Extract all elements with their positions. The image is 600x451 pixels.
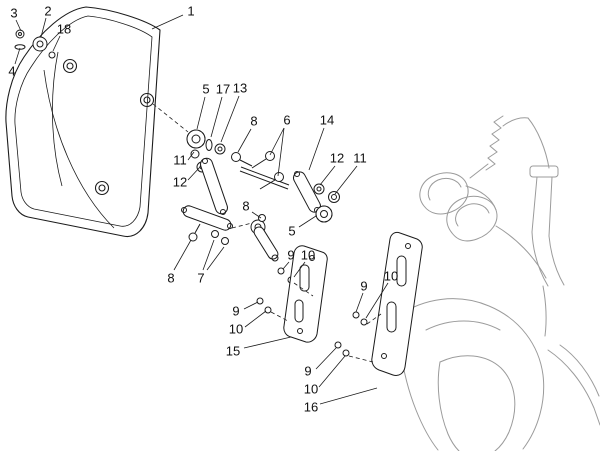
bracket-left: [283, 245, 328, 343]
assembly-axes: [152, 103, 382, 363]
link-center: [250, 214, 279, 262]
screw-head: [265, 151, 275, 161]
leader-line-4-3: [14, 47, 21, 65]
leader-line-5-16: [298, 215, 317, 228]
bolt: [256, 297, 264, 305]
washer: [342, 349, 350, 357]
leader-line-9-26: [315, 347, 337, 370]
screw-head: [274, 172, 284, 182]
leader-line-8-8: [237, 128, 252, 153]
link-arm-right: [292, 171, 340, 223]
leader-line-6-9: [277, 127, 285, 177]
leader-line-10-22: [244, 310, 267, 328]
leader-line-12-12: [187, 166, 201, 181]
link-arm-left: [200, 157, 228, 215]
leader-line-17-6: [210, 96, 223, 138]
pivot-screws: [231, 151, 290, 190]
leader-line-10-25: [365, 282, 389, 319]
windscreen: [5, 6, 161, 238]
leader-line-10-20: [293, 261, 306, 278]
leader-line-13-7: [220, 95, 240, 143]
motorcycle-sketch: [397, 115, 600, 451]
leader-line-3-0: [15, 19, 22, 32]
leader-line-8-17: [173, 239, 192, 271]
washer: [360, 318, 368, 326]
screw-head: [188, 232, 198, 242]
leader-line-12-13: [319, 165, 336, 186]
screw-head: [231, 152, 241, 162]
mount-bolts: [256, 267, 368, 357]
leader-line-8-15: [251, 211, 262, 219]
bolt: [211, 230, 219, 238]
nut: [48, 51, 56, 59]
windscreen-hole: [139, 92, 155, 108]
leader-line-7-18: [206, 246, 225, 271]
bolt: [277, 267, 285, 275]
leader-line-9-19: [282, 261, 290, 270]
leader-line-11-14: [334, 165, 358, 195]
windscreen-hole: [94, 180, 110, 196]
bracket-right: [371, 231, 423, 376]
leader-line-7-18: [202, 239, 215, 271]
leader-line-14-10: [308, 127, 325, 171]
leader-line-15-23: [243, 336, 292, 349]
leader-line-16-28: [319, 387, 378, 405]
leader-line-1-4: [151, 14, 184, 30]
spacer: [205, 139, 213, 151]
leader-line-5-5: [196, 96, 206, 130]
bolt: [221, 237, 229, 245]
leader-line-18-2: [52, 35, 61, 52]
leader-line-9-21: [243, 301, 259, 310]
leader-line-9-24: [355, 292, 364, 313]
bolt: [334, 341, 342, 349]
leader-line-2-1: [40, 17, 47, 38]
fasteners-top-left: [14, 29, 56, 59]
screw-head: [258, 214, 266, 222]
washer: [264, 306, 272, 314]
leader-line-10-27: [318, 355, 346, 388]
bolt: [352, 311, 360, 319]
link-arm-lower-left: [181, 205, 233, 245]
leader-line-6-9: [269, 127, 285, 156]
windscreen-hole: [62, 58, 78, 74]
leader-lines: [14, 14, 389, 405]
leader-line-11-11: [187, 151, 195, 161]
washer-11: [190, 149, 200, 159]
